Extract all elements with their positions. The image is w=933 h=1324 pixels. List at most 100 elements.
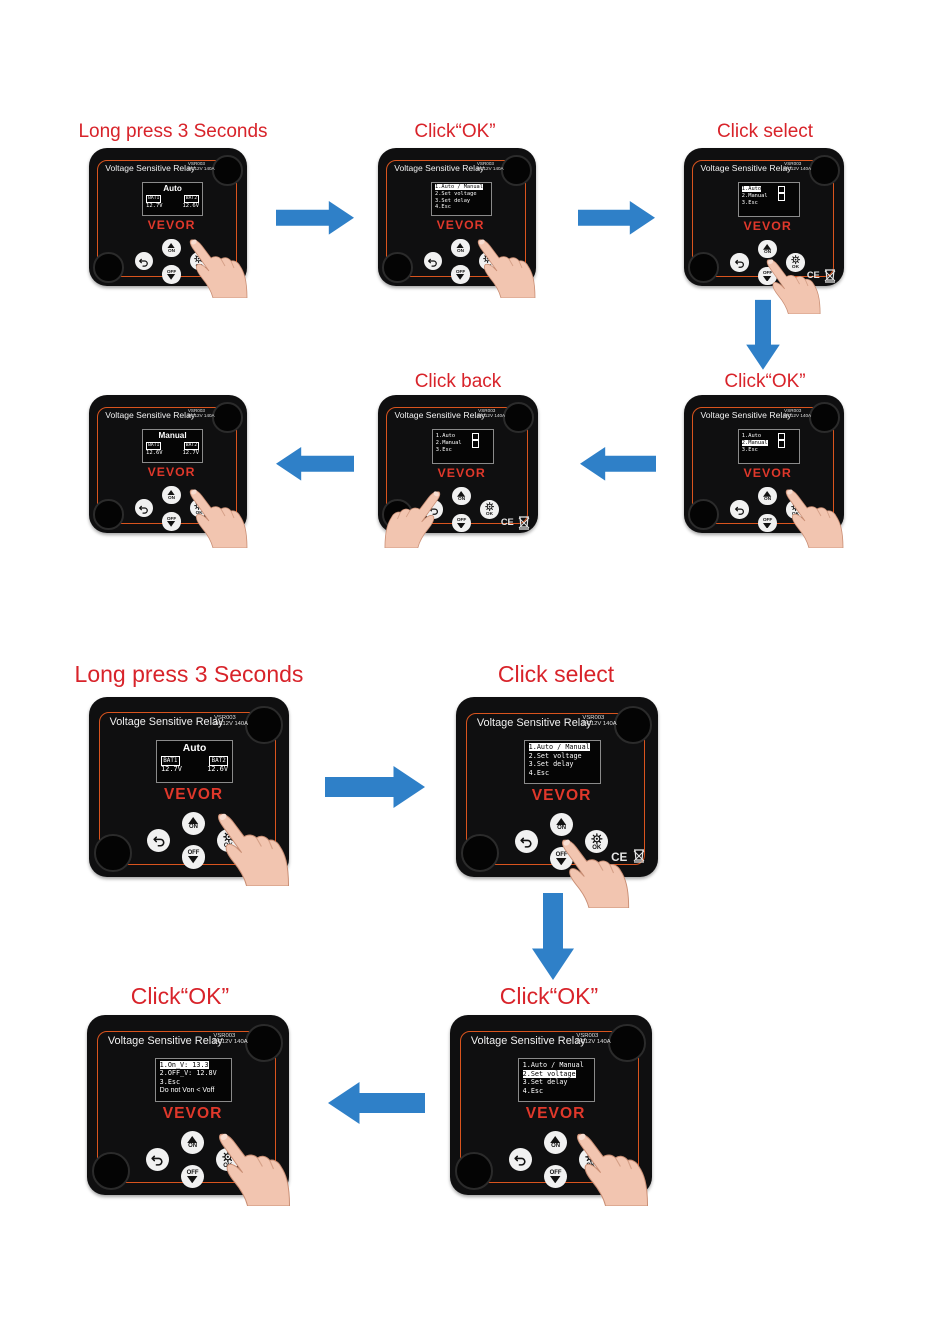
checkbox-icon xyxy=(777,433,786,441)
up-arrow-icon xyxy=(187,1136,198,1144)
mounting-hole xyxy=(808,155,840,187)
gear-icon xyxy=(485,502,494,512)
device-title: Voltage Sensitive Relay xyxy=(105,163,196,174)
hand-pointer-icon xyxy=(182,238,256,303)
screen-line-text: 2.Set voltage xyxy=(528,751,582,760)
checkbox-icon xyxy=(777,193,786,201)
screen-line-text: 1.Auto / Manual xyxy=(435,184,483,191)
ok-label: OK xyxy=(592,844,602,851)
back-button[interactable] xyxy=(423,251,443,271)
mounting-hole xyxy=(455,1151,494,1190)
mounting-hole xyxy=(244,1024,283,1062)
screen-line-text: 3.Set delay xyxy=(528,760,574,769)
off-button[interactable]: OFF xyxy=(162,512,181,531)
device-title: Voltage Sensitive Relay xyxy=(394,163,485,174)
model-number: VSR003 xyxy=(213,1033,236,1040)
on-button[interactable]: ON xyxy=(162,238,181,258)
up-arrow-icon xyxy=(457,490,466,497)
down-arrow-icon xyxy=(763,275,772,282)
on-label: ON xyxy=(458,496,466,502)
on-button[interactable]: ON xyxy=(452,486,471,506)
screen-line-text: 4.Esc xyxy=(435,204,451,211)
bat2-label: BAT2 xyxy=(183,441,200,450)
on-button[interactable]: ON xyxy=(162,485,181,505)
model-rating: DC12V 140A xyxy=(576,1039,611,1046)
off-button[interactable]: OFF xyxy=(451,265,470,284)
ok-button[interactable]: OK xyxy=(786,253,805,272)
on-button[interactable]: ON xyxy=(181,811,206,836)
back-button[interactable] xyxy=(730,500,750,519)
screen-line: 2.OFF_V: 12.8V xyxy=(159,1069,217,1078)
on-button[interactable]: ON xyxy=(543,1130,568,1155)
back-button[interactable] xyxy=(134,251,154,271)
screen-line: 3.Set delay xyxy=(529,761,574,768)
screen-line-text: 1.Auto xyxy=(741,185,762,192)
back-button[interactable] xyxy=(147,828,171,852)
off-button[interactable]: OFF xyxy=(452,513,471,533)
off-label: OFF xyxy=(187,850,200,857)
mounting-hole xyxy=(94,834,132,872)
screen-line-text: 2.OFF_V: 12.8V xyxy=(159,1069,217,1078)
off-button[interactable]: OFF xyxy=(758,513,777,533)
hand-pointer-icon xyxy=(210,1132,300,1211)
mode-title: Auto xyxy=(182,742,207,754)
back-button[interactable] xyxy=(514,829,539,854)
bat2-label: BAT2 xyxy=(209,756,229,766)
device-title: Voltage Sensitive Relay xyxy=(109,716,224,729)
hand-pointer-icon xyxy=(568,1132,658,1211)
off-button[interactable]: OFF xyxy=(162,265,181,284)
back-button[interactable] xyxy=(134,498,154,518)
device-title: Voltage Sensitive Relay xyxy=(476,716,592,729)
screen-line: 3.Esc xyxy=(742,447,758,454)
flow-arrow xyxy=(746,299,780,370)
ok-label: OK xyxy=(791,264,800,270)
off-button[interactable]: OFF xyxy=(181,845,206,869)
on-button[interactable]: ON xyxy=(180,1130,205,1155)
screen-line: 1.Auto xyxy=(436,433,455,440)
back-icon xyxy=(514,1155,526,1167)
off-label: OFF xyxy=(549,1169,562,1176)
back-button[interactable] xyxy=(145,1147,170,1172)
brand-logo: VEVOR xyxy=(147,218,196,233)
off-button[interactable]: OFF xyxy=(180,1164,205,1189)
down-arrow-icon xyxy=(188,856,199,864)
screen-line: 1.Auto / Manual xyxy=(435,184,483,191)
screen-line-text: 2.Manual xyxy=(741,439,768,446)
back-button[interactable] xyxy=(730,253,750,272)
off-button[interactable]: OFF xyxy=(543,1164,568,1189)
recycle-bin-icon xyxy=(518,516,530,535)
back-button[interactable] xyxy=(508,1147,533,1172)
screen-line-text: 2.Set voltage xyxy=(522,1069,576,1078)
step-label: Click“OK” xyxy=(724,371,806,392)
device-title: Voltage Sensitive Relay xyxy=(105,410,196,421)
ok-button[interactable]: OK xyxy=(480,500,499,519)
screen-line-text: 1.Auto / Manual xyxy=(528,743,590,752)
ok-button[interactable]: OK xyxy=(585,829,609,854)
mode-title: Auto xyxy=(163,184,182,194)
down-arrow-icon xyxy=(167,521,176,527)
recycle-bin-icon xyxy=(633,849,645,868)
screen-line: 1.Auto xyxy=(742,433,761,440)
on-label: ON xyxy=(168,248,176,254)
ce-mark: CE xyxy=(611,850,628,864)
brand-logo: VEVOR xyxy=(436,218,485,233)
mounting-hole xyxy=(808,402,840,434)
hand-pointer-icon xyxy=(778,488,852,553)
model-number: VSR003 xyxy=(784,408,802,414)
hand-pointer-icon xyxy=(558,838,634,913)
screen-line: 1.On_V: 13.3 xyxy=(159,1060,209,1069)
on-button[interactable]: ON xyxy=(451,238,470,258)
screen-line: 1.Auto / Manual xyxy=(528,743,590,752)
on-button[interactable]: ON xyxy=(549,812,574,837)
on-button[interactable]: ON xyxy=(758,486,777,506)
step-label: Click select xyxy=(497,661,615,687)
model-number: VSR003 xyxy=(187,161,205,167)
model-number: VSR003 xyxy=(214,715,236,722)
on-button[interactable]: ON xyxy=(758,239,777,259)
back-icon xyxy=(520,837,532,849)
screen-line-text: 3.Esc xyxy=(159,1077,181,1086)
